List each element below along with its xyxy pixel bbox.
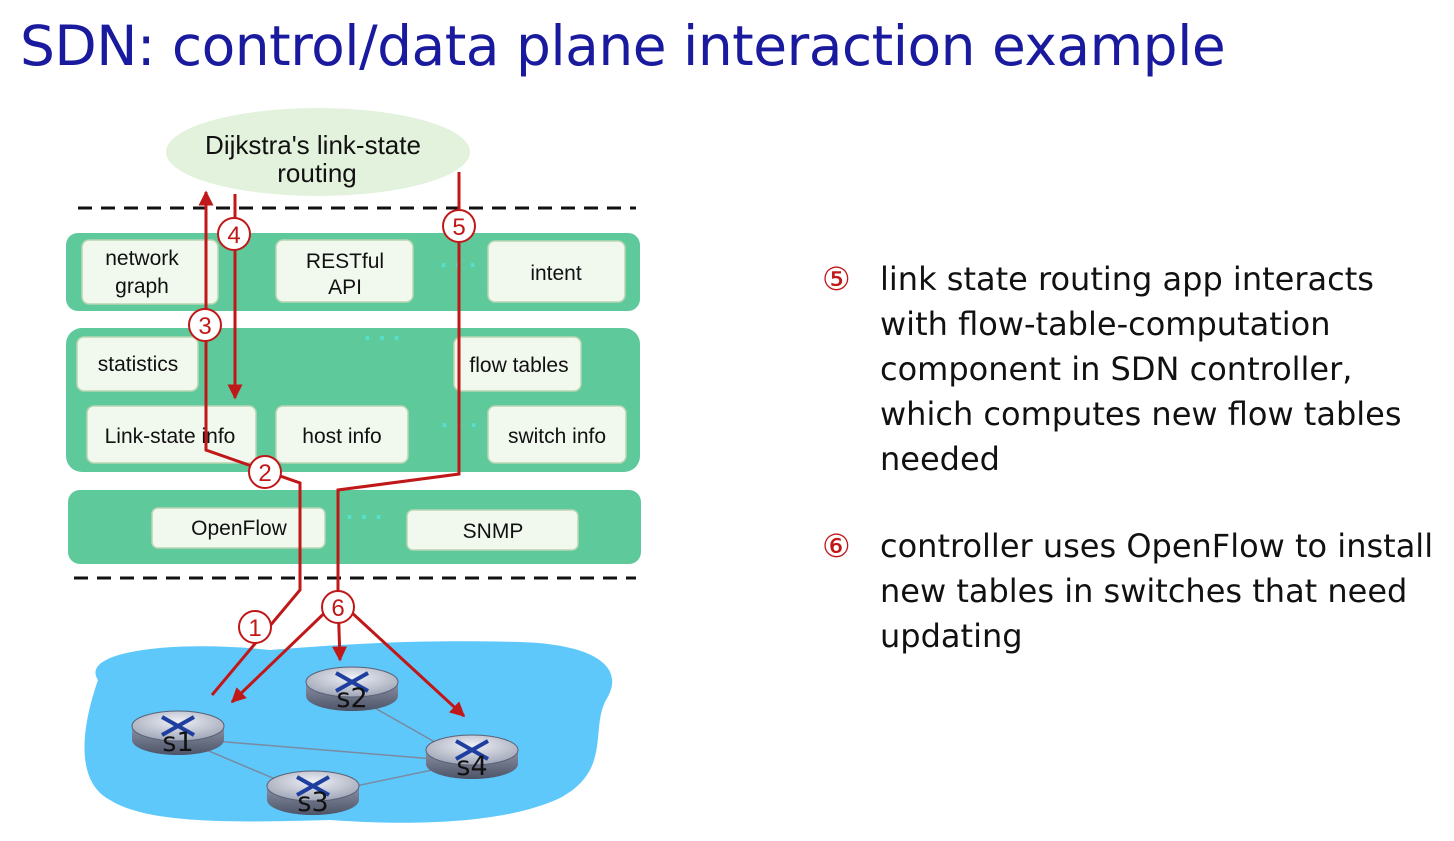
marker-1: 1 [238,610,272,644]
switch-s3-label: s3 [297,787,328,818]
switch-s2: s2 [305,666,399,714]
switch-s1: s1 [131,710,225,758]
marker-6: 6 [321,590,355,624]
step-5: ⑤ link state routing app interacts with … [822,257,1442,487]
marker-4-label: 4 [227,222,240,249]
openflow-box: OpenFlow [151,507,326,549]
statistics-label: statistics [98,353,179,376]
routing-app-label-line1: Dijkstra's link-state [205,130,421,160]
switch-cross-icon [335,671,369,693]
flow-tables-box: flow tables [453,336,582,392]
step-6-text: controller uses OpenFlow to install new … [880,527,1434,655]
step-5-number: ⑤ [822,260,851,298]
step-6-number: ⑥ [822,527,851,565]
restful-api-box: RESTful API [275,239,414,303]
step-5-text: link state routing app interacts with fl… [880,260,1402,478]
flow-tables-label: flow tables [469,354,568,377]
marker-1-label: 1 [248,615,261,642]
marker-5: 5 [442,209,476,243]
network-graph-box: network graph [81,239,219,305]
ellipsis-state-top: · · · [364,326,401,350]
switch-cross-icon [161,715,195,737]
link-state-info-label: Link-state info [105,425,236,448]
slide-title: SDN: control/data plane interaction exam… [20,14,1226,78]
switch-s3: s3 [266,770,360,818]
routing-app-label-line2: routing [277,158,357,188]
switch-info-box: switch info [487,405,627,464]
intent-box: intent [487,240,626,303]
intent-label: intent [530,262,582,285]
host-info-label: host info [302,425,381,448]
marker-2: 2 [248,455,282,489]
marker-3: 3 [188,308,222,342]
routing-app: Dijkstra's link-state routing [166,108,470,196]
openflow-label: OpenFlow [191,517,288,540]
snmp-box: SNMP [406,509,579,551]
switch-cross-icon [296,775,330,797]
network-graph-label-line1: network [105,247,179,270]
network-graph-label-line2: graph [115,275,169,298]
snmp-label: SNMP [463,520,524,543]
restful-api-label-line1: RESTful [306,250,384,273]
switch-s2-label: s2 [336,683,367,714]
marker-2-label: 2 [258,460,271,487]
restful-api-label-line2: API [328,276,362,299]
switch-s4: s4 [425,734,519,782]
host-info-box: host info [275,405,409,464]
marker-6-label: 6 [331,595,344,622]
marker-4: 4 [217,217,251,251]
marker-3-label: 3 [198,313,211,340]
ellipsis-southbound: · · · [346,505,383,529]
switch-s1-label: s1 [162,727,193,758]
statistics-box: statistics [76,336,199,392]
step-6: ⑥ controller uses OpenFlow to install ne… [822,524,1442,664]
link-state-info-box: Link-state info [86,405,257,464]
switch-cross-icon [455,739,489,761]
switch-info-label: switch info [508,425,606,448]
marker-5-label: 5 [452,214,465,241]
switch-s4-label: s4 [456,751,487,782]
